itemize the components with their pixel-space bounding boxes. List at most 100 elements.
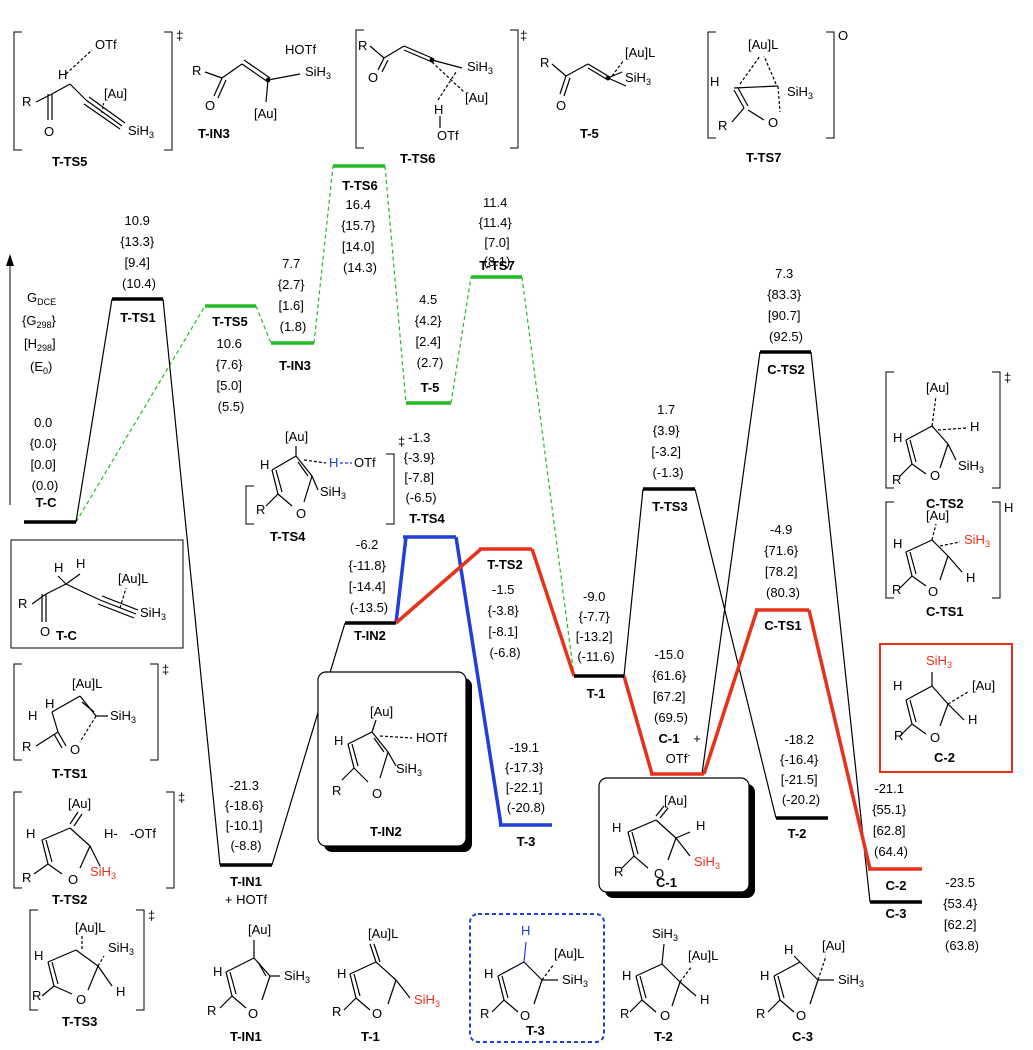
svg-text:H: H [58, 67, 67, 82]
level-values-tts5: 10.6 {7.6} [5.0] (5.5) [216, 336, 246, 414]
structure-tts6: ‡ R O SiH3 [Au] H OTf T-TS6 [355, 28, 527, 166]
level-values-tts3: 1.7 {3.9} [-3.2] (-1.3) [651, 402, 684, 480]
level-values-tin1: -21.3 {-18.6} [-10.1] (-8.8) [225, 778, 267, 853]
energy-labels: T-C 0.0 {0.0} [0.0] (0.0) T-TS1 10.9 {13… [30, 178, 981, 953]
svg-text:R: R [614, 864, 623, 879]
svg-text:[H298]: [H298] [24, 336, 56, 353]
svg-text:[Au]: [Au] [248, 922, 271, 937]
svg-text:SiH3: SiH3 [108, 940, 134, 957]
svg-text:[Au]L: [Au]L [554, 946, 584, 961]
level-label-tts1: T-TS1 [120, 310, 155, 325]
level-label-t3: T-3 [517, 834, 536, 849]
level-label-tts3: T-TS3 [652, 499, 687, 514]
svg-text:H: H [966, 570, 975, 585]
svg-text:H: H [329, 455, 338, 470]
svg-text:SiH3: SiH3 [838, 972, 864, 989]
level-label-tts7: T-TS7 [479, 258, 514, 273]
structure-label-tts5: T-TS5 [52, 154, 87, 169]
svg-text:H: H [213, 964, 222, 979]
structure-label-tts2: T-TS2 [52, 892, 87, 907]
svg-text:H: H [76, 556, 85, 571]
level-values-t1: -9.0 {-7.7} [-13.2] (-11.6) [576, 589, 616, 664]
level-values-tts1: 10.9 {13.3} [9.4] (10.4) [120, 213, 158, 291]
level-extra-c1: + [693, 731, 701, 746]
structure-tts4: ‡ [Au] H H OTf R O SiH3 T-TS4 [245, 429, 405, 544]
svg-text:[Au]L: [Au]L [118, 571, 148, 586]
svg-text:R: R [892, 472, 901, 487]
svg-text:[Au]: [Au] [465, 90, 488, 105]
structure-label-tts4: T-TS4 [270, 529, 306, 544]
structure-label-c2: C-2 [934, 750, 955, 765]
svg-text:H: H [612, 820, 621, 835]
svg-text:H: H [893, 536, 902, 551]
svg-text:(E0): (E0) [30, 359, 52, 376]
structure-label-t5: T-5 [580, 126, 599, 141]
svg-text:H: H [334, 733, 343, 748]
svg-text:H: H [34, 948, 43, 963]
svg-text:R: R [256, 502, 265, 517]
svg-text:O: O [44, 124, 54, 139]
svg-text:H: H [45, 696, 54, 711]
svg-text:R: R [540, 55, 549, 70]
level-label-tin3: T-IN3 [279, 358, 311, 373]
svg-text:O: O [70, 742, 80, 757]
structure-label-cts2: C-TS2 [926, 496, 964, 511]
svg-text:SiH3: SiH3 [396, 761, 422, 778]
structure-label-tts6: T-TS6 [400, 151, 435, 166]
structure-label-t3: T-3 [526, 1023, 545, 1038]
svg-text:H: H [696, 818, 705, 833]
structure-t1: [Au]L H R O SiH3 T-1 [332, 926, 440, 1044]
svg-text:GDCE: GDCE [27, 290, 56, 307]
level-values-tc: 0.0 {0.0} [0.0] (0.0) [30, 415, 60, 493]
level-values-c3: -23.5 {53.4} [62.2] (63.8) [943, 875, 981, 953]
svg-text:[Au]: [Au] [972, 678, 995, 693]
structure-label-cts1: C-TS1 [926, 604, 964, 619]
svg-text:O: O [205, 98, 215, 113]
svg-text:O: O [368, 70, 378, 85]
level-values-c2: -21.1 {55.1} [62.8] (64.4) [872, 781, 910, 859]
structure-tts5: ‡ OTf H R O [Au] SiH3 [13, 28, 183, 151]
energy-axis [6, 254, 14, 505]
structure-t3: H [Au]L H SiH3 R O T-3 [469, 913, 605, 1043]
svg-text:O: O [76, 992, 86, 1007]
svg-text:SiH3: SiH3 [652, 926, 678, 943]
level-values-tts6: 16.4 {15.7} [14.0] (14.3) [341, 197, 379, 275]
svg-text:O: O [768, 115, 778, 130]
svg-text:‡: ‡ [398, 434, 405, 449]
level-values-tts4: -1.3 {-3.9} [-7.8] (-6.5) [404, 430, 439, 505]
svg-text:[Au]: [Au] [926, 508, 949, 523]
svg-text:O: O [40, 624, 50, 639]
structure-label-tin3: T-IN3 [198, 126, 230, 141]
structure-label-t2: T-2 [654, 1029, 673, 1044]
svg-text:‡: ‡ [176, 28, 183, 43]
level-label-cts2: C-TS2 [767, 362, 805, 377]
level-values-c1: -15.0 {61.6} [67.2] (69.5) [652, 647, 690, 725]
svg-text:‡: ‡ [148, 908, 155, 923]
structure-t2: SiH3 [Au]L H R O H T-2 [620, 926, 718, 1044]
svg-text:R: R [894, 728, 903, 743]
svg-text:HOTf: HOTf [285, 42, 316, 57]
svg-text:SiH3: SiH3 [625, 70, 651, 87]
level-label-t5: T-5 [421, 380, 440, 395]
structure-tts7: O [Au]L H SiH3 R O T-TS7 [707, 28, 848, 165]
svg-text:SiH3: SiH3 [305, 64, 331, 81]
structure-tts3: ‡ [Au]L SiH3 H R O H T-TS3 [29, 908, 155, 1029]
svg-text:SiH3: SiH3 [467, 59, 493, 76]
structure-cts2: ‡ [Au] H H SiH3 R O C-TS2 [885, 370, 1011, 511]
svg-text:SiH3: SiH3 [284, 968, 310, 985]
level-label-c2: C-2 [886, 878, 907, 893]
level-label-tts5: T-TS5 [212, 314, 247, 329]
level-label-tc: T-C [36, 495, 58, 510]
svg-text:SiH3: SiH3 [90, 864, 116, 881]
svg-text:H: H [893, 678, 902, 693]
level-label-c1: C-1 [659, 731, 680, 746]
structure-label-c1: C-1 [656, 875, 677, 890]
level-label-c3: C-3 [886, 906, 907, 921]
svg-text:R: R [192, 63, 201, 78]
structure-tc: H H [Au]L R O SiH3 T-C [10, 539, 184, 649]
svg-text:H: H [784, 942, 793, 957]
svg-text:R: R [18, 596, 27, 611]
svg-text:O: O [930, 468, 940, 483]
svg-text:[Au]: [Au] [68, 796, 91, 811]
svg-text:[Au]L: [Au]L [72, 676, 102, 691]
